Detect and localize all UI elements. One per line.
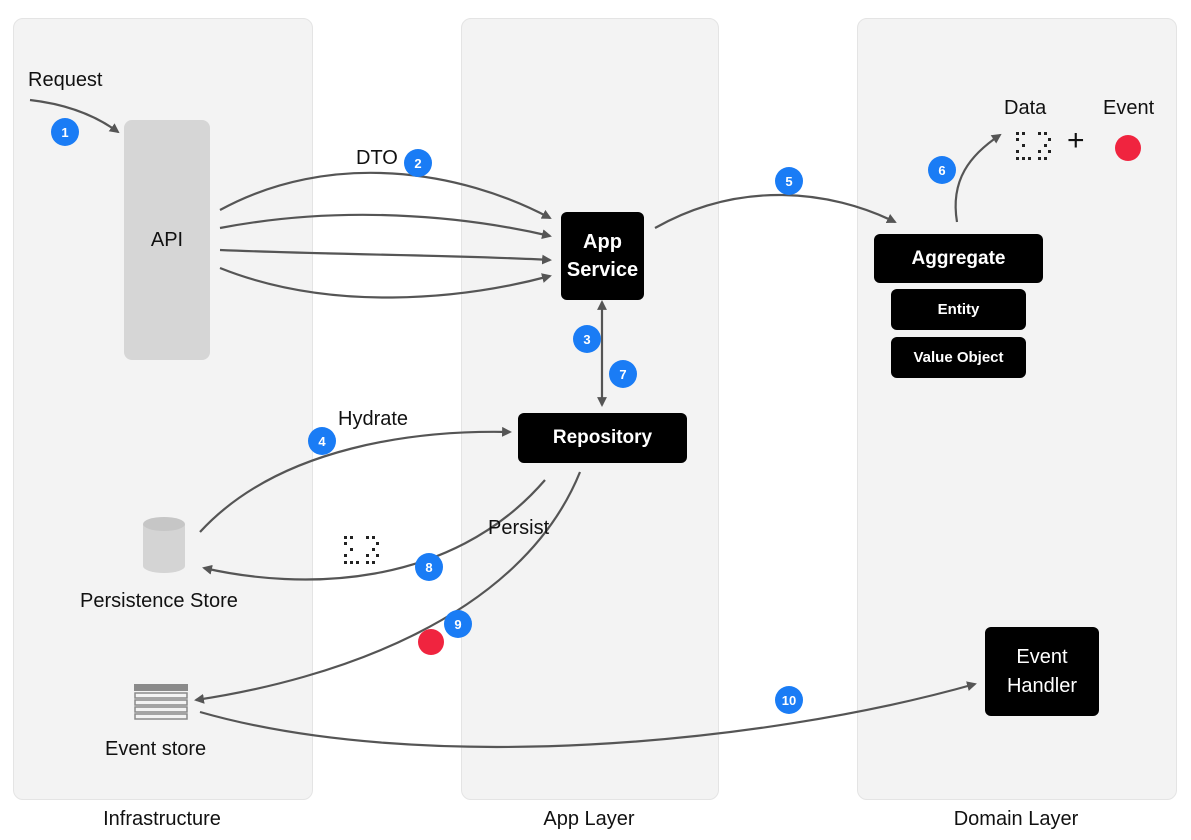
event-handler-box: Event Handler <box>985 627 1099 716</box>
api-block: API <box>124 120 210 360</box>
persist-store-arrow <box>202 479 546 581</box>
repository-label: Repository <box>552 427 653 448</box>
app-layer-lane <box>461 18 719 800</box>
step-badge-2: 2 <box>404 149 432 177</box>
aggregate-label: Aggregate <box>911 247 1006 269</box>
aggregate-to-data-arrow <box>954 133 1002 223</box>
event-dot-icon-persist <box>418 629 444 655</box>
request-label: Request <box>28 69 103 91</box>
entity-box: Entity <box>891 289 1026 330</box>
value-object-box: Value Object <box>891 337 1026 378</box>
hydrate-label: Hydrate <box>338 408 409 430</box>
dto-arrow-1 <box>219 171 552 219</box>
step-badge-8: 8 <box>415 553 443 581</box>
event-handler-label-line1: Event <box>1016 645 1068 668</box>
dto-label: DTO <box>356 147 398 169</box>
dto-arrow-2 <box>219 213 552 240</box>
data-label: Data <box>1004 97 1047 119</box>
dto-arrow-4 <box>219 266 552 299</box>
data-grid-icon-persist <box>344 536 379 564</box>
event-handler-arrow <box>199 681 977 749</box>
dto-arrow-3 <box>219 248 552 265</box>
persist-event-arrow <box>194 471 582 704</box>
repository-box: Repository <box>518 413 687 463</box>
step-badge-9: 9 <box>444 610 472 638</box>
event-handler-label-line2: Handler <box>1006 674 1078 697</box>
value-object-label: Value Object <box>913 349 1004 366</box>
step-badge-1: 1 <box>51 118 79 146</box>
plus-sign: + <box>1067 124 1085 157</box>
step-badge-6: 6 <box>928 156 956 184</box>
event-dot-icon <box>1115 135 1141 161</box>
domain-layer-lane-label: Domain Layer <box>953 808 1079 830</box>
persistence-store-label: Persistence Store <box>80 590 238 612</box>
entity-label: Entity <box>937 301 980 318</box>
infrastructure-lane-label: Infrastructure <box>103 808 221 830</box>
app-layer-lane-label: App Layer <box>543 808 635 830</box>
step-badge-3: 3 <box>573 325 601 353</box>
persist-label: Persist <box>488 517 550 539</box>
app-service-label-line1: App <box>583 231 622 253</box>
event-store-label: Event store <box>105 738 207 760</box>
data-grid-icon <box>1016 132 1051 160</box>
step-badge-4: 4 <box>308 427 336 455</box>
step-badge-7: 7 <box>609 360 637 388</box>
app-service-box: App Service <box>561 212 644 300</box>
step-badge-5: 5 <box>775 167 803 195</box>
app-to-aggregate-arrow <box>654 193 897 229</box>
event-label: Event <box>1103 97 1155 119</box>
app-service-label-line2: Service <box>566 259 639 281</box>
stacked-log-icon <box>134 684 188 720</box>
step-badge-10: 10 <box>775 686 803 714</box>
aggregate-box: Aggregate <box>874 234 1043 283</box>
request-arrow <box>29 98 120 134</box>
api-label: API <box>150 228 184 251</box>
hydrate-arrow <box>199 426 512 533</box>
database-cylinder-icon <box>143 517 185 573</box>
